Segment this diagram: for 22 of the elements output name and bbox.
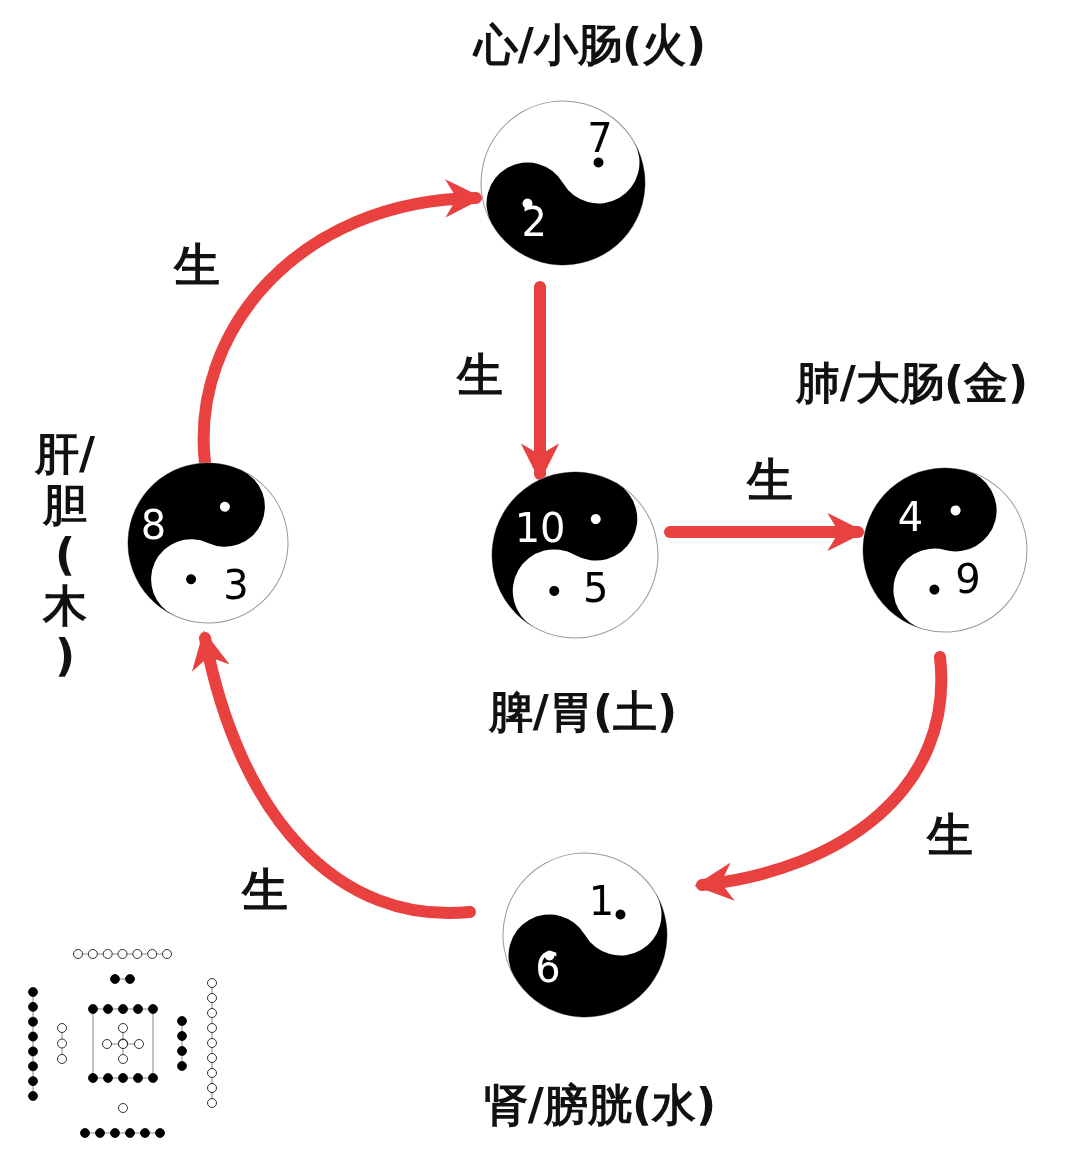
organ-label: 脾/胃(土)	[488, 686, 678, 738]
number-label: 9	[955, 558, 981, 599]
edge-label: 生	[174, 242, 220, 288]
organ-label: 肾/膀胱(水)	[483, 1079, 717, 1131]
edge-label: 生	[747, 457, 793, 503]
arrow	[520, 281, 560, 482]
number-label: 10	[514, 508, 566, 549]
number-label: 5	[583, 568, 609, 609]
number-label: 4	[897, 497, 924, 538]
edge-label: 生	[242, 867, 288, 913]
number-label: 1	[588, 880, 615, 921]
organ-label: 心/小肠(火)	[473, 19, 707, 71]
number-label: 7	[587, 117, 613, 158]
arrow	[694, 651, 948, 900]
organ-label: 肝/胆(木)	[33, 428, 97, 682]
organ-label: 肺/大肠(金)	[795, 357, 1029, 409]
edge-label: 生	[927, 812, 973, 858]
number-label: 3	[223, 564, 249, 605]
edge-label: 生	[457, 352, 503, 398]
arrow	[664, 512, 866, 552]
number-label: 8	[140, 505, 167, 546]
number-label: 2	[521, 202, 547, 243]
